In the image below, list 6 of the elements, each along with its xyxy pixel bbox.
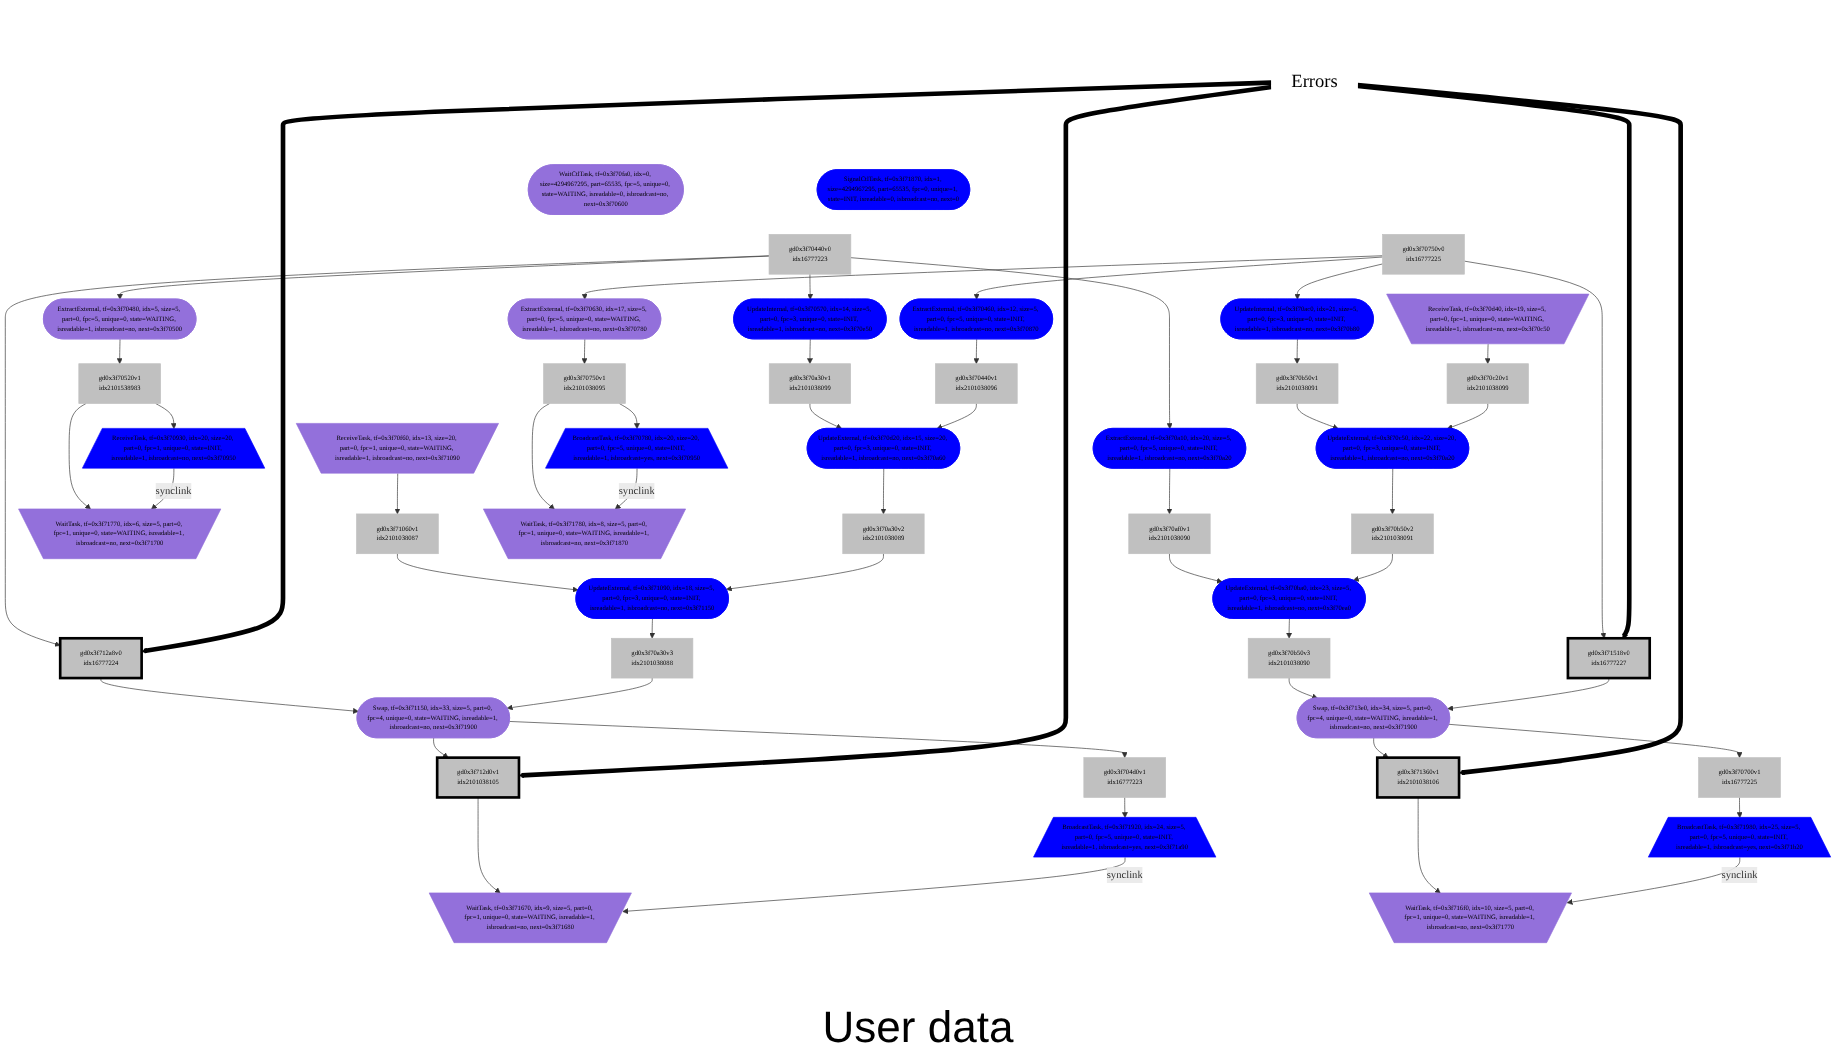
arrow: [518, 84, 1272, 779]
arrow: [1357, 82, 1683, 776]
arrow: [1357, 83, 1632, 639]
node-text: Errors: [1291, 70, 1338, 92]
arrow: [141, 80, 1272, 654]
note-text: User data: [822, 1002, 1014, 1052]
